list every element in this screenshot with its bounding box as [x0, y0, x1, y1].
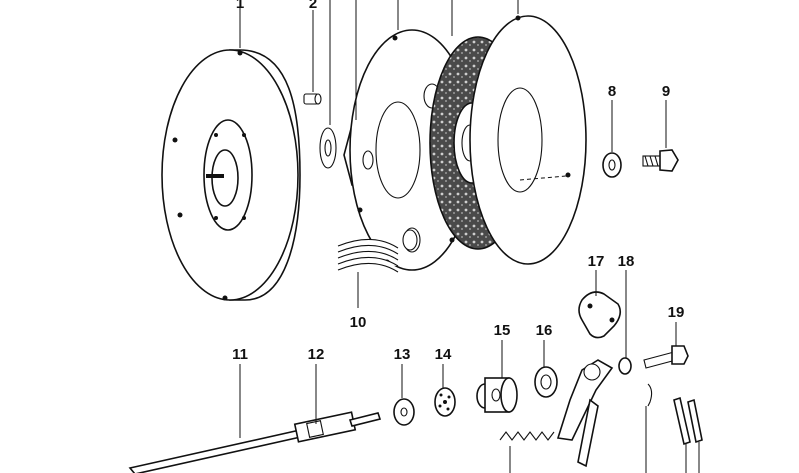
washer	[319, 127, 337, 169]
callout-13: 13	[394, 346, 411, 363]
callout-18: 18	[618, 253, 635, 270]
clevis-pin-2	[687, 398, 703, 444]
cover-plate	[469, 15, 587, 265]
callout-14: 14	[435, 346, 452, 363]
callout-labels: 1 2 8 9 10 11 12 13 14 15 16 17 18 19	[232, 0, 684, 363]
leader-lines	[239, 0, 700, 473]
callout-17: 17	[588, 253, 605, 270]
flywheel	[161, 49, 301, 301]
callout-15: 15	[494, 322, 511, 339]
release-lever	[556, 359, 614, 468]
callout-9: 9	[662, 83, 670, 100]
cotter-pin	[647, 383, 653, 407]
pivot-bolt	[643, 345, 689, 369]
callout-2: 2	[309, 0, 317, 12]
lock-washer	[602, 152, 622, 178]
support-bracket	[578, 291, 622, 339]
callout-11: 11	[232, 346, 248, 363]
release-bearing	[534, 366, 558, 398]
dowel-pin	[303, 93, 322, 105]
return-spring	[499, 431, 555, 441]
callout-1: 1	[236, 0, 244, 12]
callout-16: 16	[536, 322, 553, 339]
callout-19: 19	[668, 304, 685, 321]
thrust-washer	[393, 398, 415, 426]
callout-10: 10	[350, 314, 367, 331]
callout-8: 8	[608, 83, 616, 100]
bearing	[434, 387, 456, 417]
release-sleeve	[476, 377, 518, 413]
hex-bolt	[642, 149, 679, 172]
callout-12: 12	[308, 346, 325, 363]
compression-spring	[337, 229, 418, 273]
release-shaft	[128, 411, 382, 473]
clevis-pin-1	[673, 396, 691, 446]
bushing	[618, 357, 632, 375]
